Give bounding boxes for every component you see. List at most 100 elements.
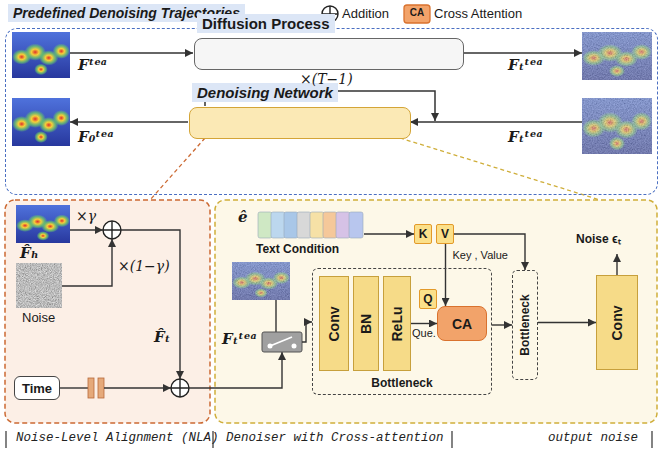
flow-arrow (302, 322, 312, 342)
diagram-graphic (258, 212, 272, 238)
cross-attention-symbol (404, 5, 430, 23)
node-text: Diffusion Process (197, 14, 335, 33)
diagram-graphic (171, 379, 189, 397)
feature-image (582, 32, 652, 80)
diagram-graphic (310, 212, 324, 238)
diagram-graphic (323, 212, 337, 238)
section-caption: Noise-Level Alignment (NLA) (16, 431, 219, 445)
layer-box: Conv (596, 275, 638, 370)
addition-symbol (103, 221, 121, 239)
flow-arrow (121, 230, 180, 379)
query-box: Q (419, 289, 437, 309)
math-label: Fₜᵗᵉᵃ (508, 56, 543, 74)
time-box: Time (14, 376, 60, 400)
flow-arrow (364, 233, 414, 234)
flow-arrow (70, 229, 103, 230)
flow-arrow (616, 254, 617, 275)
flow-arrow (62, 239, 112, 286)
diagram-graphic (103, 221, 121, 239)
weight-label: ×γ (76, 208, 96, 224)
zoom-line (150, 138, 205, 200)
section-caption: output noise (548, 431, 638, 445)
math-label: F₀ᵗᵉᵃ (78, 128, 114, 146)
diagram-graphic (336, 212, 350, 238)
connector-arrow (492, 324, 512, 325)
math-label: F̂ₕ (20, 244, 38, 262)
feature-image (12, 98, 70, 146)
diagram-graphic (262, 332, 302, 352)
feature-image (582, 98, 652, 154)
value-box: V (436, 224, 454, 244)
flow-line (275, 300, 276, 332)
output-label: Noise ϵₜ (576, 230, 621, 247)
flow-arrow (70, 121, 188, 123)
diagram-graphic (103, 221, 121, 239)
flow-arrow (189, 352, 282, 388)
nla-panel (5, 200, 210, 423)
diagram-graphic (171, 379, 189, 397)
layer-box: ReLu (383, 276, 411, 371)
layer-box: Conv (319, 276, 349, 371)
flow-arrow (104, 387, 171, 388)
node-text: K (419, 227, 428, 241)
layer-box: BN (353, 276, 379, 371)
node-text: BN (358, 313, 374, 333)
connector-arrow (411, 323, 437, 324)
math-label: Fₜᵗᵉᵃ (222, 330, 257, 348)
diagram-graphic (271, 212, 285, 238)
edge-label: Que. (411, 327, 437, 339)
noise-image (16, 263, 62, 308)
network-box: Denoising Network (189, 107, 411, 139)
addition-symbol (171, 379, 189, 397)
diagram-graphic (292, 344, 297, 349)
key-box: K (414, 224, 432, 244)
image-label: Text Condition (256, 242, 339, 256)
embedding-bar (98, 378, 104, 398)
repeat-label: ×(T−1) (300, 71, 353, 87)
embedding-bar (88, 378, 94, 398)
flow-arrow (463, 52, 582, 54)
weight-label: ×(1−γ) (118, 258, 170, 274)
node-text: Q (423, 292, 432, 306)
math-label: F̂ₜ (154, 328, 170, 346)
node-text: Bottleneck (313, 376, 491, 390)
switch-symbol (262, 332, 302, 352)
flow-arrow (70, 52, 193, 54)
math-label: Fₜᵗᵉᵃ (508, 128, 543, 146)
image-label: Noise (22, 310, 55, 325)
diagram-graphic (270, 337, 292, 346)
math-label: Fᵗᵉᵃ (78, 56, 107, 74)
flow-arrow (410, 121, 582, 123)
diagram-graphic (284, 212, 298, 238)
text-tokens (258, 212, 363, 238)
edge-label: Key , Value (452, 249, 509, 261)
connector-arrow (445, 244, 446, 306)
feature-image (232, 262, 290, 300)
caption-separator (6, 431, 652, 448)
legend-text: Addition (342, 6, 389, 21)
node-text: ReLu (389, 306, 405, 341)
node-text: Conv (609, 305, 625, 340)
diagram-graphic (297, 212, 311, 238)
diagram-graphic (349, 212, 363, 238)
node-text: Conv (326, 306, 342, 341)
node-text: CA (452, 316, 472, 332)
legend-symbol-text: CA (404, 7, 430, 18)
node-text: V (441, 227, 449, 241)
flow-line (60, 387, 88, 388)
legend-text: Cross Attention (434, 6, 522, 21)
denoiser-panel (215, 200, 657, 423)
process-box: Diffusion Process (194, 38, 464, 70)
trajectory-panel: Predefined Denoising TrajectoriesDiffusi… (5, 28, 658, 195)
feature-image (12, 32, 70, 78)
feature-image (16, 205, 70, 243)
node-text: Bottleneck (518, 294, 532, 355)
math-label: ê (238, 208, 248, 226)
zoom-line (400, 138, 600, 200)
attention-box: CA (437, 306, 487, 341)
bottleneck-box: Bottleneck (512, 270, 538, 380)
connector-arrow (538, 322, 596, 323)
bottleneck-group: Bottleneck Conv BN ReLu Q CA (312, 268, 492, 395)
section-caption: Denoiser with Cross-attention (226, 431, 444, 445)
